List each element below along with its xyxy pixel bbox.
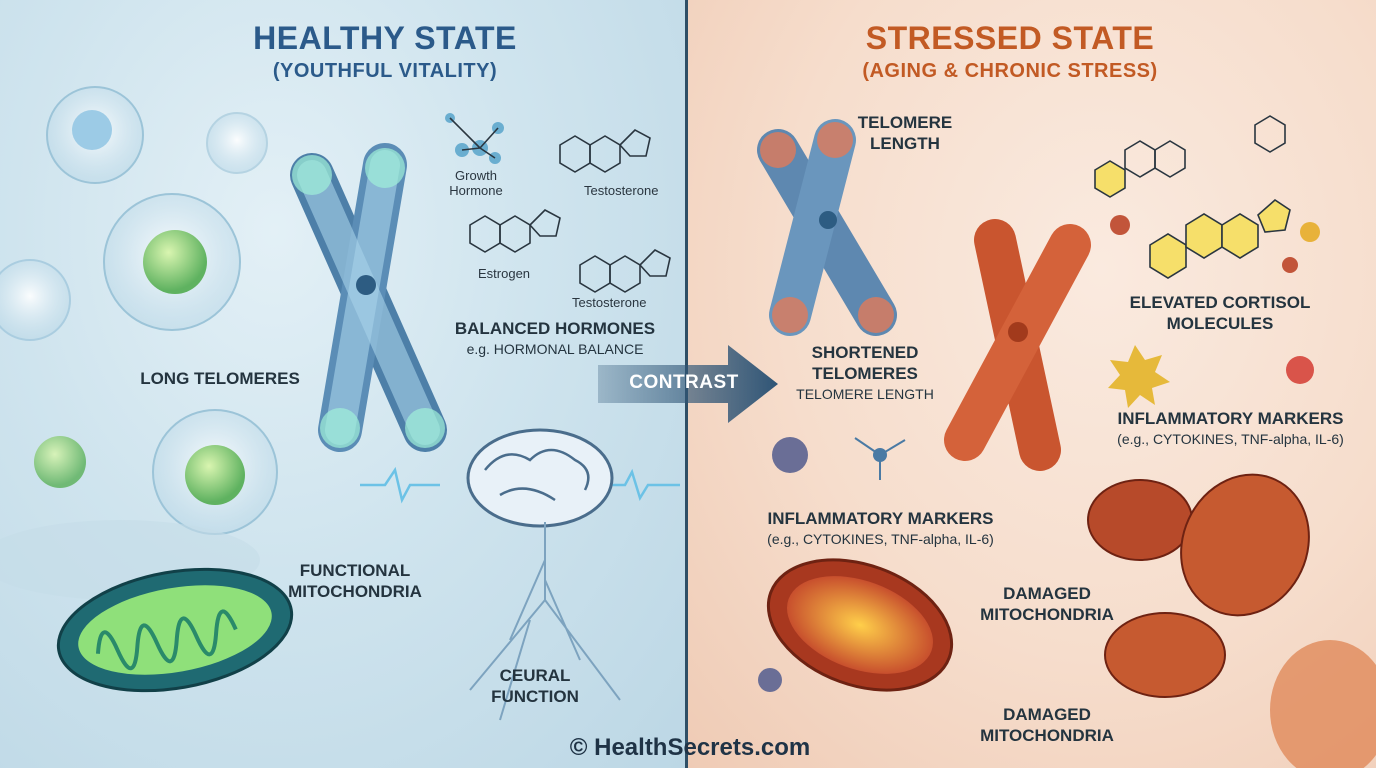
hormone-molecules bbox=[445, 113, 671, 293]
damaged-chromosome bbox=[944, 219, 1091, 471]
damaged-mitochondria-label-2: DAMAGED MITOCHONDRIA bbox=[980, 705, 1114, 745]
cortisol-molecules bbox=[1094, 115, 1320, 279]
neural-function-label: CEURAL FUNCTION bbox=[491, 666, 579, 706]
growth-hormone-label: Growth Hormone bbox=[449, 168, 503, 198]
shortened-telomeres-title: SHORTENED TELOMERES bbox=[811, 343, 919, 383]
elevated-cortisol-label: ELEVATED CORTISOL MOLECULES bbox=[1129, 293, 1311, 333]
testosterone-label-2: Testosterone bbox=[572, 295, 647, 310]
balanced-hormones-title: BALANCED HORMONES bbox=[454, 319, 656, 338]
damaged-mitochondria-illustration bbox=[766, 473, 1376, 768]
shortened-telomeres-label: SHORTENED TELOMERES TELOMERE LENGTH bbox=[790, 342, 940, 405]
inflammatory-marker-cells bbox=[758, 345, 1314, 692]
inflammatory-markers-sub-2: (e.g., CYTOKINES, TNF-alpha, IL-6) bbox=[767, 531, 994, 547]
healthy-cells bbox=[0, 86, 278, 600]
functional-mitochondria-label: FUNCTIONAL MITOCHONDRIA bbox=[288, 561, 422, 601]
heartbeat-line bbox=[360, 466, 440, 504]
stressed-title: STRESSED STATE bbox=[865, 20, 1155, 56]
balanced-hormones-label: BALANCED HORMONES e.g. HORMONAL BALANCE bbox=[440, 318, 670, 360]
inflammatory-markers-sub-1: (e.g., CYTOKINES, TNF-alpha, IL-6) bbox=[1117, 431, 1344, 447]
healthy-subtitle: (YOUTHFUL VITALITY) bbox=[272, 60, 498, 82]
telomere-length-label: TELOMERE LENGTH bbox=[857, 113, 953, 153]
shortened-telomeres-sub: TELOMERE LENGTH bbox=[796, 386, 934, 402]
inflammatory-markers-label-2: INFLAMMATORY MARKERS (e.g., CYTOKINES, T… bbox=[748, 508, 1013, 550]
testosterone-label-1: Testosterone bbox=[584, 183, 659, 198]
brain-illustration bbox=[466, 428, 621, 721]
damaged-mitochondria-label-1: DAMAGED MITOCHONDRIA bbox=[980, 584, 1114, 624]
healthy-chromosome bbox=[290, 143, 447, 452]
balanced-hormones-sub: e.g. HORMONAL BALANCE bbox=[466, 341, 644, 357]
inflammatory-markers-title-2: INFLAMMATORY MARKERS bbox=[767, 509, 994, 528]
inflammatory-markers-label-1: INFLAMMATORY MARKERS (e.g., CYTOKINES, T… bbox=[1108, 408, 1353, 450]
contrast-arrow bbox=[598, 345, 778, 423]
estrogen-label: Estrogen bbox=[478, 266, 531, 281]
copyright-footer: © HealthSecrets.com bbox=[569, 734, 811, 761]
stressed-subtitle: (AGING & CHRONIC STRESS) bbox=[862, 60, 1158, 82]
shortened-chromosome bbox=[757, 119, 897, 336]
functional-mitochondria-illustration bbox=[56, 567, 294, 693]
healthy-title: HEALTHY STATE bbox=[253, 20, 517, 56]
contrast-label: CONTRAST bbox=[629, 372, 739, 393]
long-telomeres-label: LONG TELOMERES bbox=[140, 369, 300, 388]
inflammatory-markers-title-1: INFLAMMATORY MARKERS bbox=[1117, 409, 1344, 428]
